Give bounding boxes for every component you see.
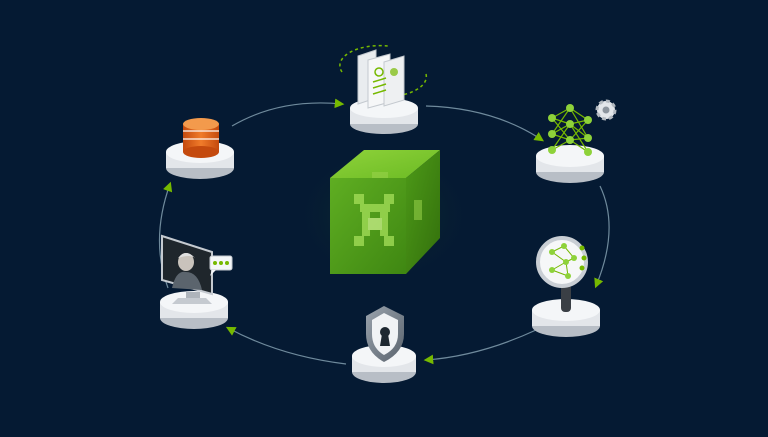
green-cube-icon <box>294 145 474 285</box>
gear-icon <box>595 99 617 121</box>
connector-database-to-documents <box>231 98 345 127</box>
monitor-avatar-chat-icon <box>161 234 233 304</box>
document-cycle-icon <box>339 44 428 109</box>
node-database <box>166 118 234 179</box>
node-monitor <box>160 234 233 329</box>
avatar <box>172 253 202 290</box>
database-icon <box>183 118 219 158</box>
node-inspection <box>532 236 600 337</box>
node-documents <box>339 44 428 134</box>
shield-lock-icon <box>366 306 404 362</box>
connector-network-to-inspection <box>594 185 610 289</box>
node-neural-network <box>536 99 617 183</box>
connector-security-to-monitor <box>225 326 347 365</box>
neural-network-gear-icon <box>548 99 617 156</box>
node-security <box>352 306 416 383</box>
magnifier-network-icon <box>536 236 588 312</box>
connector-inspection-to-security <box>423 329 537 365</box>
connector-documents-to-network <box>425 105 544 142</box>
chat-bubble-icon <box>209 255 233 276</box>
